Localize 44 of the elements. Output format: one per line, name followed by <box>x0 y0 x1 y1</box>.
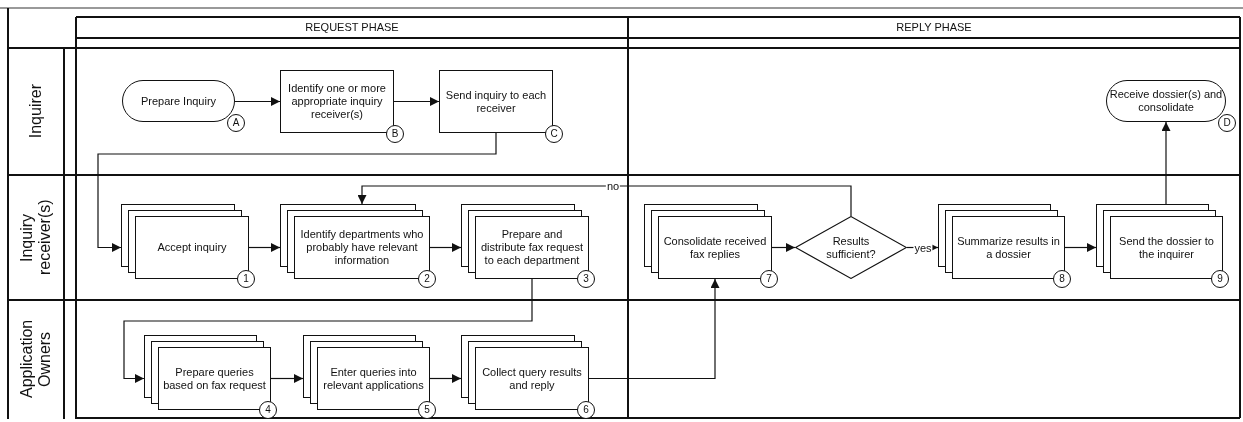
step-label: Receive dossier(s) and consolidate <box>1108 88 1224 114</box>
step-marker: 2 <box>418 270 436 288</box>
edge-label: yes <box>913 241 933 254</box>
connector-arrow <box>357 185 852 217</box>
connector-arrow <box>393 97 440 106</box>
decision-label: Results sufficient? <box>825 234 877 261</box>
connector-arrow <box>97 132 497 252</box>
phase-title: REQUEST PHASE <box>305 21 399 34</box>
step-marker: D <box>1218 114 1236 132</box>
step-label: Identify departments who probably have relevant information <box>299 228 425 267</box>
connector-arrow <box>1064 243 1097 252</box>
step-label: Send the dossier to the inquirer <box>1118 234 1215 261</box>
step-label: Prepare queries based on fax request <box>163 365 266 392</box>
connector-arrow <box>429 243 462 252</box>
lane-title: Inquirer <box>27 84 45 139</box>
step-label: Consolidate received fax replies <box>663 234 767 261</box>
connector-arrow <box>588 278 720 380</box>
step-marker: 7 <box>760 270 778 288</box>
step-marker: 1 <box>237 270 255 288</box>
connector-arrow <box>234 97 281 106</box>
step-marker: B <box>386 125 404 143</box>
step-label: Summarize results in a dossier <box>957 234 1060 261</box>
connector-arrow <box>123 278 533 383</box>
connector-arrow <box>248 243 281 252</box>
connector-arrow <box>429 374 462 383</box>
lane-title: Inquiry receiver(s) <box>18 198 54 278</box>
step-label: Enter queries into relevant applications <box>322 365 425 392</box>
step-marker: A <box>227 114 245 132</box>
step-label: Identify one or more appropriate inquiry receiver(s) <box>287 82 387 121</box>
step-label: Prepare Inquiry <box>140 94 217 108</box>
connector-arrow <box>1161 121 1171 205</box>
step-label: Prepare and distribute fax request to each department <box>480 228 584 267</box>
step-marker: 8 <box>1053 270 1071 288</box>
step-label: Collect query results and reply <box>481 365 583 392</box>
step-marker: 9 <box>1211 270 1229 288</box>
step-label: Accept inquiry <box>157 241 227 254</box>
lane-title: Application Owners <box>18 318 54 401</box>
connector-arrow <box>270 374 304 383</box>
step-label: Send inquiry to each receiver <box>444 88 548 115</box>
decision-diamond <box>795 216 907 279</box>
connector-arrow <box>771 243 796 252</box>
phase-title: REPLY PHASE <box>896 21 972 34</box>
step-marker: C <box>545 125 563 143</box>
step-marker: 3 <box>577 270 595 288</box>
